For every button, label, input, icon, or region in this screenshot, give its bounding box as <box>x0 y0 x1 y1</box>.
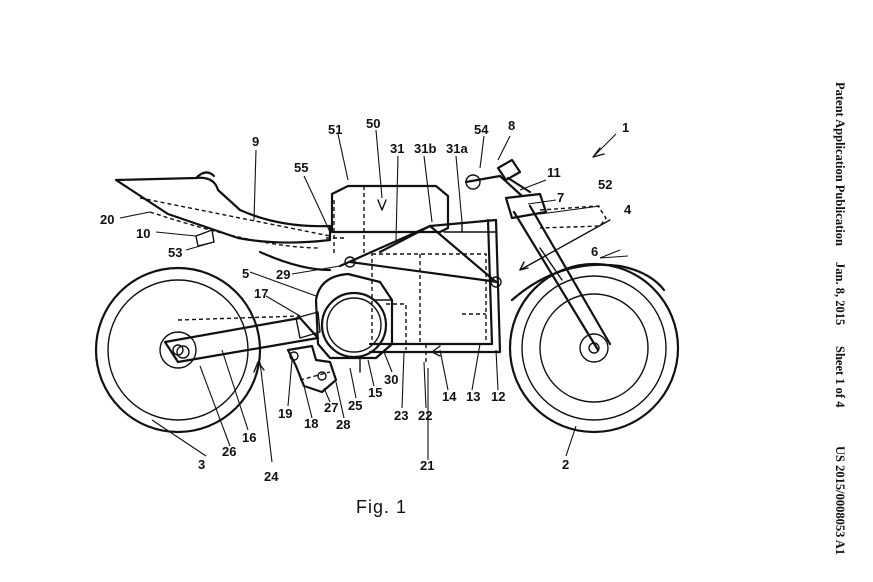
electric-motor <box>295 272 394 373</box>
front-wheel <box>508 262 680 434</box>
front-fender <box>510 263 666 302</box>
seat-and-tail <box>114 171 332 272</box>
label-50: 50 <box>366 116 380 131</box>
reference-numerals: 1 2 3 4 5 6 7 8 9 10 11 12 13 14 15 16 1… <box>100 116 632 484</box>
controller-box <box>539 205 607 229</box>
header-sheet: Sheet 1 of 4 <box>833 346 847 408</box>
label-51: 51 <box>328 122 342 137</box>
header-number: US 2015/0008053 A1 <box>833 446 847 555</box>
front-fork <box>504 192 612 352</box>
swing-arm <box>163 315 320 364</box>
header-date: Jan. 8, 2015 <box>833 262 847 325</box>
label-28: 28 <box>336 417 350 432</box>
publication-header: Patent Application Publication Jan. 8, 2… <box>833 82 847 555</box>
label-23: 23 <box>394 408 408 423</box>
label-21: 21 <box>420 458 434 473</box>
label-31: 31 <box>390 141 404 156</box>
header-publication: Patent Application Publication <box>833 82 847 246</box>
label-10: 10 <box>136 226 150 241</box>
label-12: 12 <box>491 389 505 404</box>
label-54: 54 <box>474 122 489 137</box>
label-8: 8 <box>508 118 515 133</box>
tank-outline <box>326 184 450 254</box>
label-5: 5 <box>242 266 249 281</box>
label-22: 22 <box>418 408 432 423</box>
label-30: 30 <box>384 372 398 387</box>
label-4: 4 <box>624 202 632 217</box>
label-31a: 31a <box>446 141 468 156</box>
label-15: 15 <box>368 385 382 400</box>
label-16: 16 <box>242 430 256 445</box>
label-18: 18 <box>304 416 318 431</box>
label-1: 1 <box>622 120 629 135</box>
label-7: 7 <box>557 190 564 205</box>
label-52: 52 <box>598 177 612 192</box>
arrowheads <box>253 147 611 373</box>
label-29: 29 <box>276 267 290 282</box>
label-13: 13 <box>466 389 480 404</box>
figure-caption: Fig. 1 <box>356 497 407 517</box>
label-55: 55 <box>294 160 308 175</box>
main-frame <box>338 218 502 354</box>
label-24: 24 <box>264 469 279 484</box>
label-19: 19 <box>278 406 292 421</box>
label-14: 14 <box>442 389 457 404</box>
label-25: 25 <box>348 398 362 413</box>
label-20: 20 <box>100 212 114 227</box>
label-26: 26 <box>222 444 236 459</box>
leader-lines <box>119 129 629 463</box>
label-2: 2 <box>562 457 569 472</box>
handlebar <box>464 158 532 198</box>
label-6: 6 <box>591 244 598 259</box>
label-17: 17 <box>254 286 268 301</box>
label-31b: 31b <box>414 141 436 156</box>
label-3: 3 <box>198 457 205 472</box>
label-53: 53 <box>168 245 182 260</box>
label-9: 9 <box>252 134 259 149</box>
label-11: 11 <box>547 165 561 180</box>
rear-bracket <box>286 344 338 394</box>
battery-units <box>371 253 487 362</box>
label-27: 27 <box>324 400 338 415</box>
